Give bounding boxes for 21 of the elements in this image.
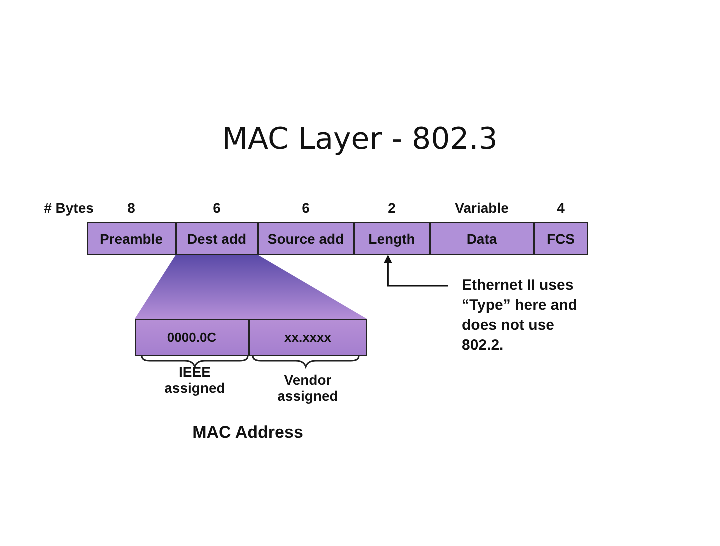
frame-field: Preamble xyxy=(87,222,176,255)
field-label: Vendor assigned xyxy=(276,372,340,404)
annotation-note: Ethernet II uses “Type” here and does not use 802.2. xyxy=(462,276,584,356)
frame-field: FCS xyxy=(534,222,588,255)
byte-count: 6 xyxy=(302,200,310,216)
frame-field: Length xyxy=(354,222,430,255)
frame-field: Source add xyxy=(258,222,354,255)
byte-count: 6 xyxy=(213,200,221,216)
field-label: # Bytes xyxy=(43,200,95,216)
leader-arrow xyxy=(384,255,448,287)
frame-field: Dest add xyxy=(176,222,258,255)
frame-field: Data xyxy=(430,222,534,255)
caption: MAC Address xyxy=(192,425,304,441)
address-segment: 0000.0C xyxy=(135,319,249,356)
field-label: IEEE assigned xyxy=(164,364,226,396)
byte-count: 2 xyxy=(388,200,396,216)
byte-count: Variable xyxy=(455,200,509,216)
byte-count: 8 xyxy=(128,200,136,216)
slide-title: MAC Layer - 802.3 xyxy=(221,122,499,157)
address-segment: xx.xxxx xyxy=(249,319,367,356)
byte-count: 4 xyxy=(557,200,565,216)
